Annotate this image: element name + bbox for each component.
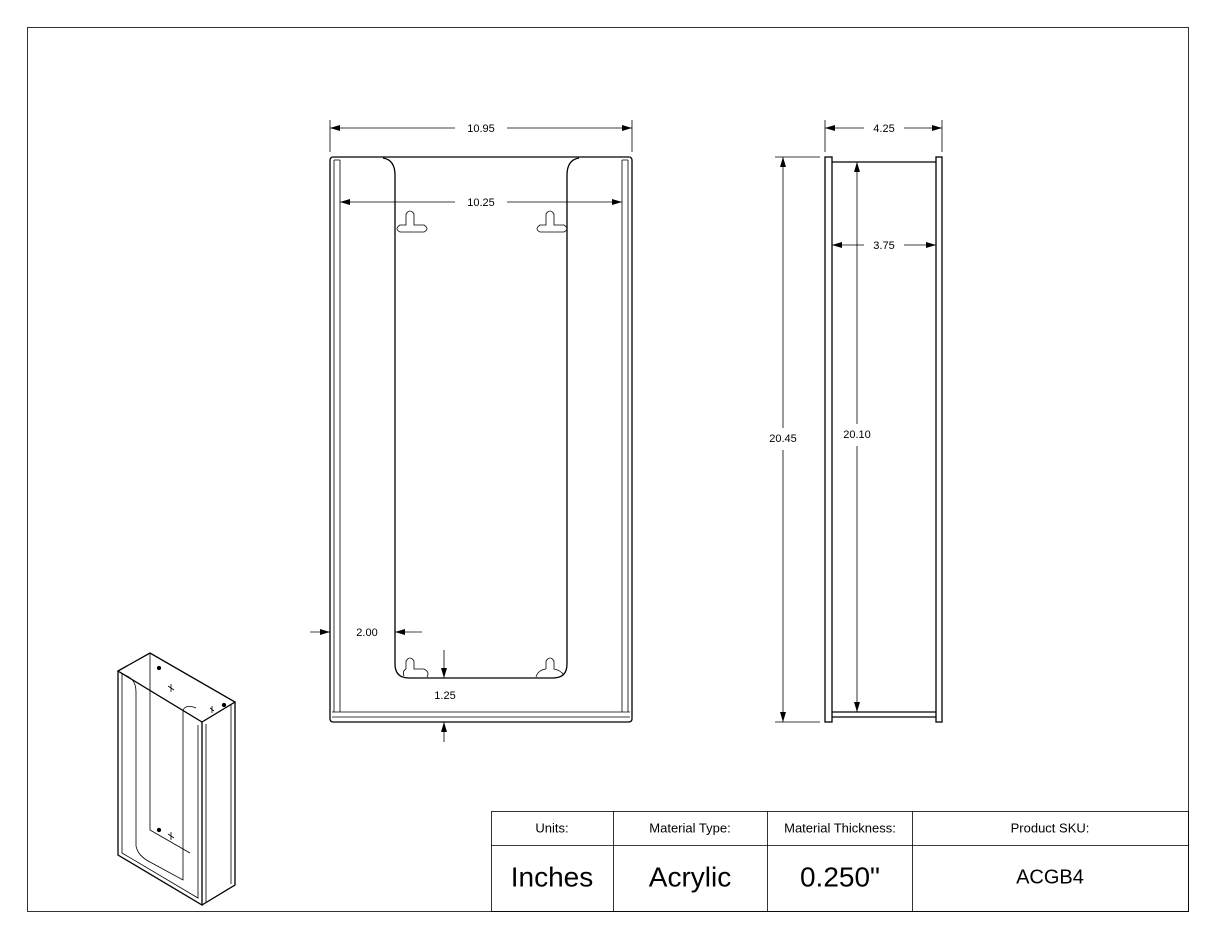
value-material-type: Acrylic: [649, 861, 731, 892]
side-view: 4.25 3.75 20.45 20.10: [769, 120, 943, 723]
dim-overall-width: 10.95: [467, 123, 495, 135]
header-units: Units:: [535, 820, 568, 835]
front-cutout: [382, 157, 580, 679]
dim-inner-width: 10.25: [467, 197, 495, 209]
front-view: 10.95 10.25 2.00 1.25: [310, 120, 633, 742]
header-product-sku: Product SKU:: [1011, 820, 1090, 835]
title-block: Units: Material Type: Material Thickness…: [491, 811, 1189, 912]
header-material-thickness: Material Thickness:: [784, 820, 896, 835]
header-material-type: Material Type:: [649, 820, 730, 835]
value-product-sku: ACGB4: [1016, 866, 1084, 888]
isometric-view: [116, 652, 237, 907]
value-units: Inches: [511, 861, 594, 892]
dim-overall-height: 20.45: [769, 433, 797, 445]
dim-bottom-margin: 1.25: [434, 690, 455, 702]
keyhole-icon: [396, 210, 568, 678]
dim-inner-depth: 3.75: [873, 240, 894, 252]
dim-overall-depth: 4.25: [873, 123, 894, 135]
dim-inner-height: 20.10: [843, 429, 871, 441]
dim-side-margin: 2.00: [356, 627, 377, 639]
value-material-thickness: 0.250": [800, 861, 880, 892]
